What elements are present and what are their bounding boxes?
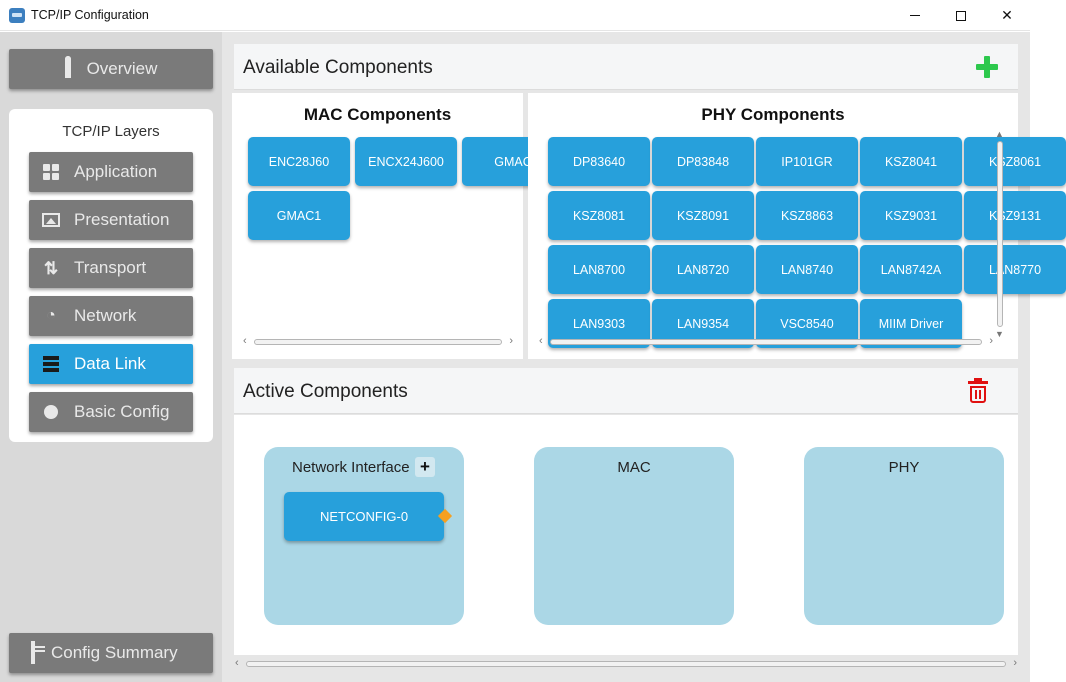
maximize-icon (956, 10, 966, 21)
scrollbar-track[interactable] (254, 339, 502, 345)
active-components-area: Network Interface + NETCONFIG-0 MAC PHY (234, 415, 1018, 655)
scroll-left-icon[interactable]: ‹ (235, 657, 239, 669)
component-tile[interactable]: LAN8742A (860, 245, 962, 294)
component-tile[interactable]: DP83640 (548, 137, 650, 186)
layer-basic-config-button[interactable]: Basic Config (29, 392, 193, 432)
scroll-right-icon[interactable]: › (509, 335, 513, 347)
mac-box-title: MAC (617, 459, 651, 476)
layer-label: Application (74, 162, 158, 181)
component-tile[interactable]: LAN8770 (964, 245, 1066, 294)
server-icon (41, 356, 61, 372)
network-interface-title: Network Interface (292, 459, 410, 476)
image-icon (41, 213, 61, 227)
grid-icon (41, 164, 61, 180)
scrollbar-track[interactable] (997, 141, 1003, 327)
document-icon (31, 641, 35, 664)
trash-icon[interactable] (968, 378, 988, 403)
wifi-icon: ◔ (46, 307, 56, 324)
layer-transport-button[interactable]: ⇅ Transport (29, 248, 193, 288)
component-tile[interactable]: ENC28J60 (248, 137, 350, 186)
maximize-button[interactable] (938, 0, 984, 31)
arrows-icon: ⇅ (43, 258, 59, 278)
scroll-up-icon[interactable]: ▲ (995, 129, 1004, 139)
netconfig-component[interactable]: NETCONFIG-0 (284, 492, 444, 541)
scroll-left-icon[interactable]: ‹ (539, 335, 543, 347)
active-horizontal-scrollbar[interactable]: ‹ › (234, 657, 1018, 670)
layer-label: Basic Config (74, 402, 170, 421)
phy-drop-box[interactable]: PHY (804, 447, 1004, 625)
scrollbar-track[interactable] (550, 339, 982, 345)
layer-label: Transport (74, 258, 147, 277)
component-tile[interactable]: KSZ8041 (860, 137, 962, 186)
component-tile[interactable]: KSZ9031 (860, 191, 962, 240)
add-network-interface-button[interactable]: + (415, 457, 435, 477)
available-components-header: Available Components (234, 44, 1018, 90)
component-tile[interactable]: IP101GR (756, 137, 858, 186)
component-tile[interactable]: LAN8740 (756, 245, 858, 294)
component-tile[interactable]: DP83848 (652, 137, 754, 186)
available-components-title: Available Components (243, 57, 433, 78)
scroll-right-icon[interactable]: › (989, 335, 993, 347)
phy-vertical-scrollbar[interactable]: ▲ ▼ (994, 129, 1006, 339)
close-button[interactable]: ✕ (1001, 7, 1013, 23)
phy-box-title: PHY (888, 459, 920, 476)
title-bar: TCP/IP Configuration ✕ (0, 0, 1030, 31)
main-area: Available Components MAC Components ENC2… (222, 32, 1066, 682)
config-summary-button[interactable]: Config Summary (9, 633, 213, 673)
network-interface-box[interactable]: Network Interface + NETCONFIG-0 (264, 447, 464, 625)
scroll-down-icon[interactable]: ▼ (995, 329, 1004, 339)
layer-data-link-button[interactable]: Data Link (29, 344, 193, 384)
layer-application-button[interactable]: Application (29, 152, 193, 192)
layer-label: Presentation (74, 210, 170, 229)
component-tile[interactable]: KSZ8863 (756, 191, 858, 240)
layer-label: Data Link (74, 354, 146, 373)
component-tile[interactable]: ENCX24J600 (355, 137, 457, 186)
phy-components-title: PHY Components (701, 105, 845, 124)
active-components-header: Active Components (234, 368, 1018, 414)
layer-presentation-button[interactable]: Presentation (29, 200, 193, 240)
tcpip-layers-panel: TCP/IP Layers Application Presentation ⇅… (9, 109, 213, 442)
component-tile[interactable]: KSZ8061 (964, 137, 1066, 186)
minimize-button[interactable] (892, 0, 938, 31)
phy-horizontal-scrollbar[interactable]: ‹ › (538, 335, 994, 348)
mac-horizontal-scrollbar[interactable]: ‹ › (242, 335, 514, 348)
component-tile[interactable]: KSZ9131 (964, 191, 1066, 240)
plus-icon: + (420, 457, 430, 476)
component-tile[interactable]: KSZ8081 (548, 191, 650, 240)
mac-components-title: MAC Components (303, 105, 452, 124)
layer-network-button[interactable]: ◔ Network (29, 296, 193, 336)
window-title: TCP/IP Configuration (31, 8, 149, 22)
component-tile[interactable]: GMAC1 (248, 191, 350, 240)
layers-title: TCP/IP Layers (62, 123, 160, 140)
mac-drop-box[interactable]: MAC (534, 447, 734, 625)
component-tile[interactable]: LAN8700 (548, 245, 650, 294)
app-icon (9, 8, 25, 23)
active-components-title: Active Components (243, 381, 408, 402)
layer-label: Network (74, 306, 137, 325)
dashboard-gauge-icon (64, 56, 71, 79)
globe-icon (41, 405, 61, 419)
add-component-icon[interactable] (975, 55, 999, 79)
overview-label: Overview (86, 59, 158, 78)
component-tile[interactable]: LAN8720 (652, 245, 754, 294)
scroll-right-icon[interactable]: › (1013, 657, 1017, 669)
sidebar: Overview TCP/IP Layers Application Prese… (0, 32, 222, 682)
scrollbar-track[interactable] (246, 661, 1006, 667)
component-tile[interactable]: KSZ8091 (652, 191, 754, 240)
minimize-icon (910, 15, 920, 16)
scroll-left-icon[interactable]: ‹ (243, 335, 247, 347)
overview-button[interactable]: Overview (9, 49, 213, 89)
config-summary-label: Config Summary (51, 643, 178, 662)
